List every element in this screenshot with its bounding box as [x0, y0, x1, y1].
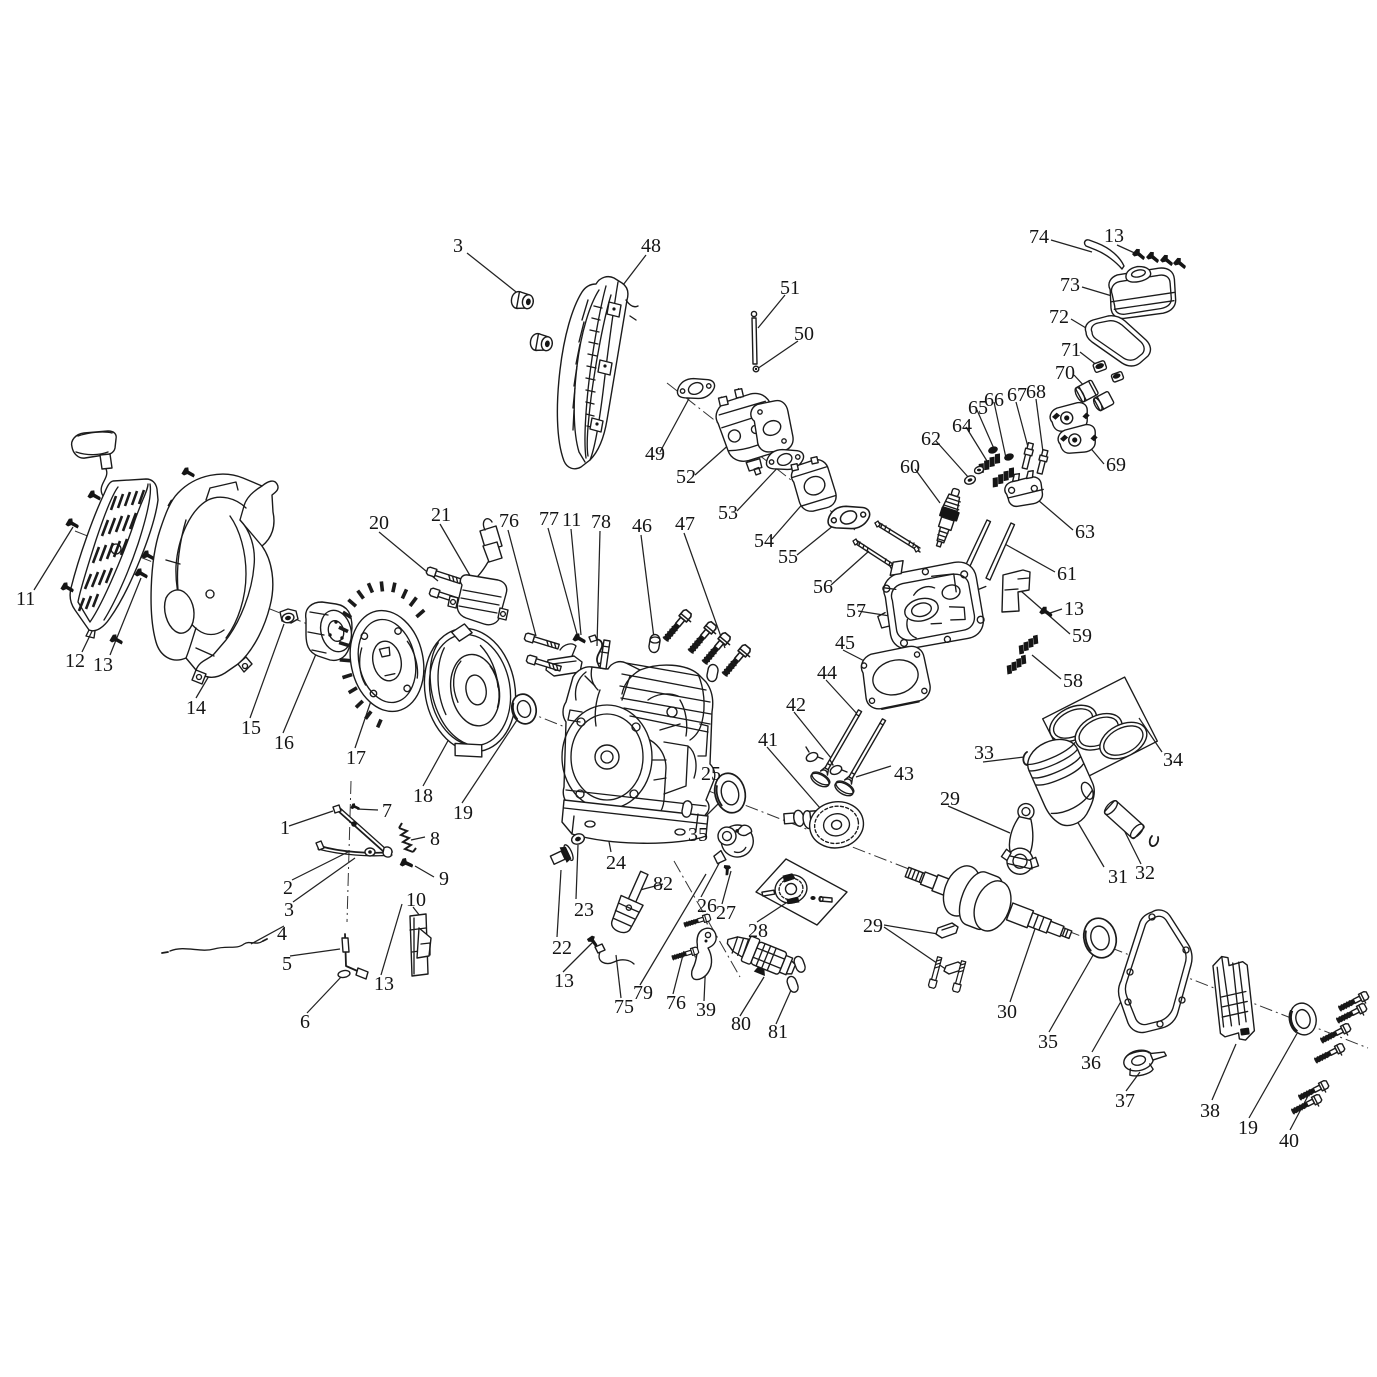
svg-text:35: 35	[1038, 1031, 1058, 1053]
svg-text:7: 7	[382, 800, 392, 822]
svg-text:47: 47	[675, 513, 695, 535]
svg-text:33: 33	[974, 742, 994, 764]
svg-text:16: 16	[274, 732, 294, 754]
svg-text:72: 72	[1049, 306, 1069, 328]
svg-text:73: 73	[1060, 274, 1080, 296]
svg-text:81: 81	[768, 1021, 788, 1043]
svg-text:34: 34	[1163, 749, 1183, 771]
svg-text:13: 13	[1064, 598, 1084, 620]
svg-text:21: 21	[431, 504, 451, 526]
svg-text:66: 66	[984, 389, 1004, 411]
svg-text:49: 49	[645, 443, 665, 465]
svg-text:59: 59	[1072, 625, 1092, 647]
svg-text:75: 75	[614, 996, 634, 1018]
svg-text:32: 32	[1135, 862, 1155, 884]
svg-text:76: 76	[666, 992, 686, 1014]
svg-text:39: 39	[696, 999, 716, 1021]
svg-text:1: 1	[280, 817, 290, 839]
svg-text:44: 44	[817, 662, 837, 684]
svg-text:42: 42	[786, 694, 806, 716]
svg-text:31: 31	[1108, 866, 1128, 888]
svg-text:3: 3	[284, 899, 294, 921]
svg-text:4: 4	[277, 923, 287, 945]
svg-text:13: 13	[93, 654, 113, 676]
svg-text:68: 68	[1026, 381, 1046, 403]
svg-text:5: 5	[282, 953, 292, 975]
svg-text:51: 51	[780, 277, 800, 299]
svg-text:36: 36	[1081, 1052, 1101, 1074]
svg-text:27: 27	[716, 902, 736, 924]
svg-text:30: 30	[997, 1001, 1017, 1023]
svg-text:60: 60	[900, 456, 920, 478]
svg-text:24: 24	[606, 852, 626, 874]
svg-text:18: 18	[413, 785, 433, 807]
svg-text:55: 55	[778, 546, 798, 568]
svg-text:29: 29	[940, 788, 960, 810]
svg-text:58: 58	[1063, 670, 1083, 692]
svg-text:3: 3	[453, 235, 463, 257]
svg-text:13: 13	[554, 970, 574, 992]
svg-text:10: 10	[406, 889, 426, 911]
svg-text:14: 14	[186, 697, 206, 719]
svg-text:37: 37	[1115, 1090, 1135, 1112]
svg-text:53: 53	[718, 502, 738, 524]
svg-text:12: 12	[65, 650, 85, 672]
svg-text:71: 71	[1061, 339, 1081, 361]
svg-text:9: 9	[439, 868, 449, 890]
svg-text:25: 25	[701, 763, 721, 785]
svg-text:19: 19	[453, 802, 473, 824]
svg-text:6: 6	[300, 1011, 310, 1033]
svg-text:54: 54	[754, 530, 774, 552]
svg-text:20: 20	[369, 512, 389, 534]
svg-text:26: 26	[697, 895, 717, 917]
svg-text:74: 74	[1029, 226, 1049, 248]
svg-text:11: 11	[16, 588, 35, 610]
svg-text:61: 61	[1057, 563, 1077, 585]
svg-text:13: 13	[374, 973, 394, 995]
svg-text:76: 76	[499, 510, 519, 532]
svg-text:35: 35	[688, 824, 708, 846]
svg-text:78: 78	[591, 511, 611, 533]
svg-text:69: 69	[1106, 454, 1126, 476]
svg-text:50: 50	[794, 323, 814, 345]
svg-text:13: 13	[1104, 225, 1124, 247]
svg-text:28: 28	[748, 920, 768, 942]
svg-text:77: 77	[539, 508, 559, 530]
svg-text:46: 46	[632, 515, 652, 537]
svg-text:23: 23	[574, 899, 594, 921]
svg-text:45: 45	[835, 632, 855, 654]
svg-text:41: 41	[758, 729, 778, 751]
svg-text:57: 57	[846, 600, 866, 622]
svg-text:62: 62	[921, 428, 941, 450]
svg-text:56: 56	[813, 576, 833, 598]
svg-text:63: 63	[1075, 521, 1095, 543]
svg-text:65: 65	[968, 397, 988, 419]
svg-text:64: 64	[952, 415, 972, 437]
svg-text:22: 22	[552, 937, 572, 959]
svg-text:15: 15	[241, 717, 261, 739]
svg-text:11: 11	[562, 509, 581, 531]
svg-text:40: 40	[1279, 1130, 1299, 1152]
svg-text:80: 80	[731, 1013, 751, 1035]
svg-text:82: 82	[653, 873, 673, 895]
svg-text:70: 70	[1055, 362, 1075, 384]
svg-text:79: 79	[633, 982, 653, 1004]
svg-text:48: 48	[641, 235, 661, 257]
svg-text:8: 8	[430, 828, 440, 850]
svg-text:43: 43	[894, 763, 914, 785]
svg-text:67: 67	[1007, 384, 1027, 406]
svg-text:2: 2	[283, 877, 293, 899]
svg-text:38: 38	[1200, 1100, 1220, 1122]
svg-text:19: 19	[1238, 1117, 1258, 1139]
svg-text:52: 52	[676, 466, 696, 488]
svg-text:17: 17	[346, 747, 366, 769]
svg-text:29: 29	[863, 915, 883, 937]
